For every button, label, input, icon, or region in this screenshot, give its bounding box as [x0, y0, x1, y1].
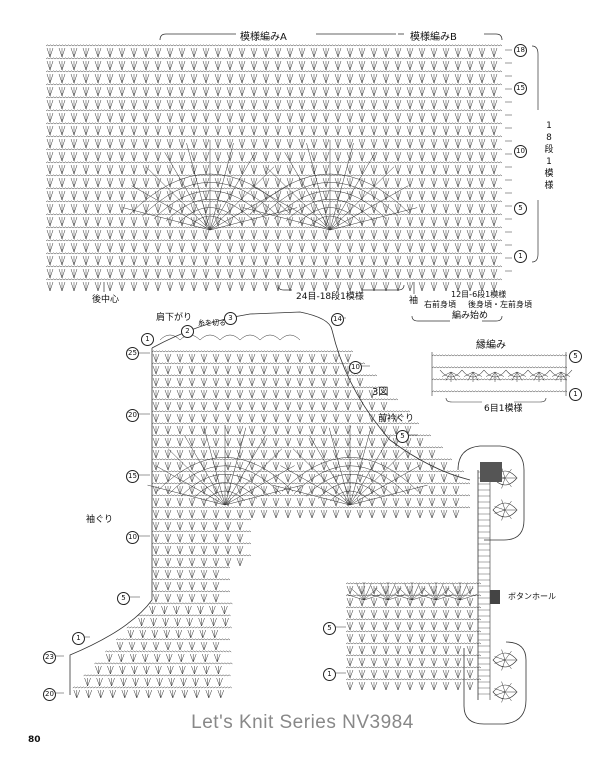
- back-front-left-label: 後身頃・左前身頃: [468, 300, 532, 309]
- marker-5-armhole: 5: [117, 592, 130, 605]
- marker-5-neck: 5: [396, 430, 409, 443]
- armhole-label: 袖ぐり: [86, 515, 114, 525]
- start-label: 編み始め: [452, 311, 489, 321]
- marker-14: 14: [331, 313, 344, 326]
- marker-2: 2: [181, 325, 194, 338]
- row-marker-18: 18: [514, 44, 527, 57]
- marker-15: 15: [126, 470, 139, 483]
- row-marker-15: 15: [514, 82, 527, 95]
- marker-25: 25: [126, 347, 139, 360]
- marker-10-armhole: 10: [126, 531, 139, 544]
- border-row-marker-1: 1: [569, 388, 582, 401]
- front-right-label: 右前身頃: [424, 300, 456, 309]
- marker-3: 3: [224, 312, 237, 325]
- marker-1-lower: 1: [323, 668, 336, 681]
- marker-20-bottom: 20: [43, 688, 56, 701]
- repeat-12-label: 12目-6段1模様: [451, 290, 507, 299]
- marker-5-lower: 5: [323, 622, 336, 635]
- marker-20: 20: [126, 409, 139, 422]
- pattern-a-label: 模様編みA: [240, 32, 287, 43]
- repeat-24-label: 24目-18段1模様: [296, 292, 364, 302]
- border-chart-title: 縁編み: [476, 340, 506, 351]
- marker-1-armhole: 1: [72, 632, 85, 645]
- series-title: Let's Knit Series NV3984: [191, 712, 414, 733]
- marker-10: 10: [349, 361, 362, 374]
- sleeve-label: 袖: [409, 296, 419, 306]
- row-marker-1: 1: [514, 250, 527, 263]
- shoulder-label: 肩下がり: [156, 313, 193, 323]
- pattern-b-label: 模様編みB: [410, 32, 457, 43]
- marker-23: 23: [43, 651, 56, 664]
- row-marker-5: 5: [514, 202, 527, 215]
- figure-3-label: 3図: [372, 387, 389, 398]
- back-center-label: 後中心: [92, 295, 120, 305]
- marker-1: 1: [141, 333, 154, 346]
- border-repeat-label: 6目1模様: [484, 404, 523, 414]
- border-row-marker-5: 5: [569, 350, 582, 363]
- neckline-label: 前衿ぐり: [378, 414, 415, 424]
- row-marker-10: 10: [514, 145, 527, 158]
- page-number: 80: [28, 735, 41, 745]
- cut-yarn-label: 糸を切る: [198, 319, 226, 327]
- buttonhole-label: ボタンホール: [508, 592, 556, 601]
